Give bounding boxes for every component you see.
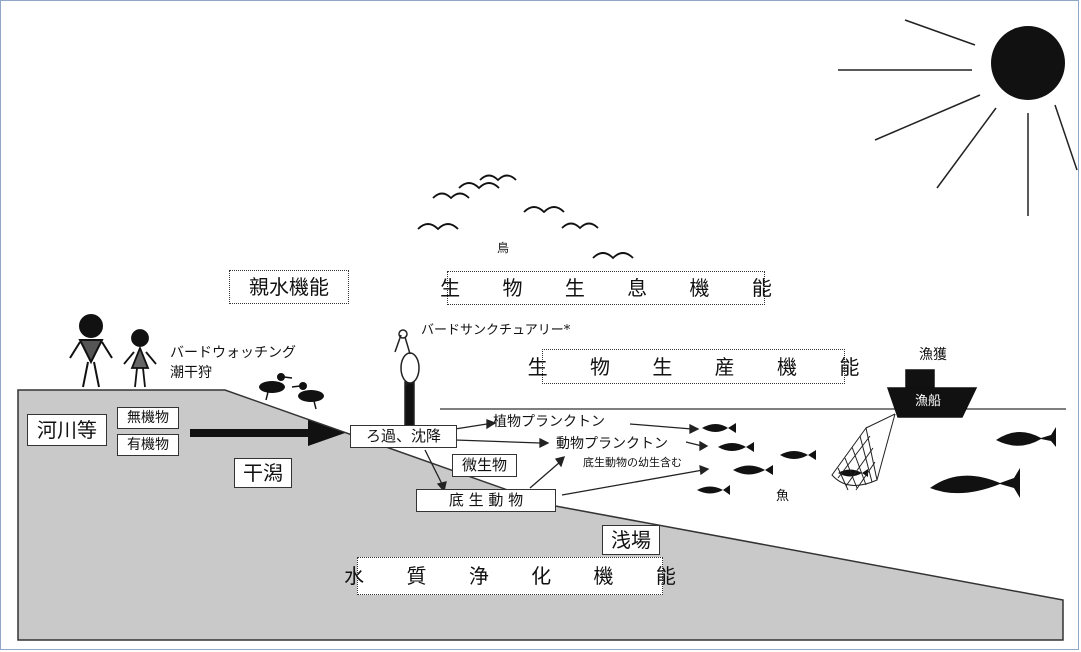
purification-function-label: 水 質 浄 化 機 能 (344, 557, 676, 595)
phytoplankton-label: 植物プランクトン (493, 414, 605, 430)
recreation-function-label: 親水機能 (229, 270, 349, 304)
microbes-label: 微生物 (452, 454, 517, 477)
flying-birds-icon (417, 174, 634, 260)
inflow-arrow (190, 420, 345, 446)
bird-sanctuary-label: バードサンクチュアリー* (421, 323, 571, 338)
habitat-function-label: 生 物 生 息 機 能 (440, 271, 772, 305)
rivers-label: 河川等 (27, 414, 107, 446)
benthos-label: 底 生 動 物 (416, 489, 556, 512)
stork-icon (394, 329, 420, 429)
fish-label: 魚 (776, 489, 790, 504)
shallows-label: 浅場 (602, 525, 660, 555)
fishing-net-icon (831, 413, 896, 491)
clam-digging-label: 潮干狩 (170, 365, 212, 381)
adult-person-icon (69, 314, 113, 388)
fishing-boat-label: 漁船 (912, 393, 945, 410)
bird-watching-label: バードウォッチング (170, 345, 296, 361)
shore-land (17, 389, 1064, 641)
process-arrows (424, 419, 710, 496)
inorganic-matter-label: 無機物 (117, 407, 179, 429)
child-person-icon (123, 329, 157, 388)
sun-icon (838, 19, 1078, 216)
organic-matter-label: 有機物 (117, 434, 179, 456)
fish-icon (697, 423, 1056, 498)
larvae-note-label: 底生動物の幼生含む (583, 456, 682, 469)
production-function-label: 生 物 生 産 機 能 (528, 349, 859, 384)
birds-label: 鳥 (497, 241, 510, 255)
fishing-catch-label: 漁獲 (919, 347, 947, 363)
shorebird-icon (259, 373, 324, 410)
filtration-sedimentation-label: ろ過、沈降 (350, 425, 457, 448)
zooplankton-label: 動物プランクトン (556, 436, 668, 452)
tidal-flat-label: 干潟 (234, 458, 292, 488)
